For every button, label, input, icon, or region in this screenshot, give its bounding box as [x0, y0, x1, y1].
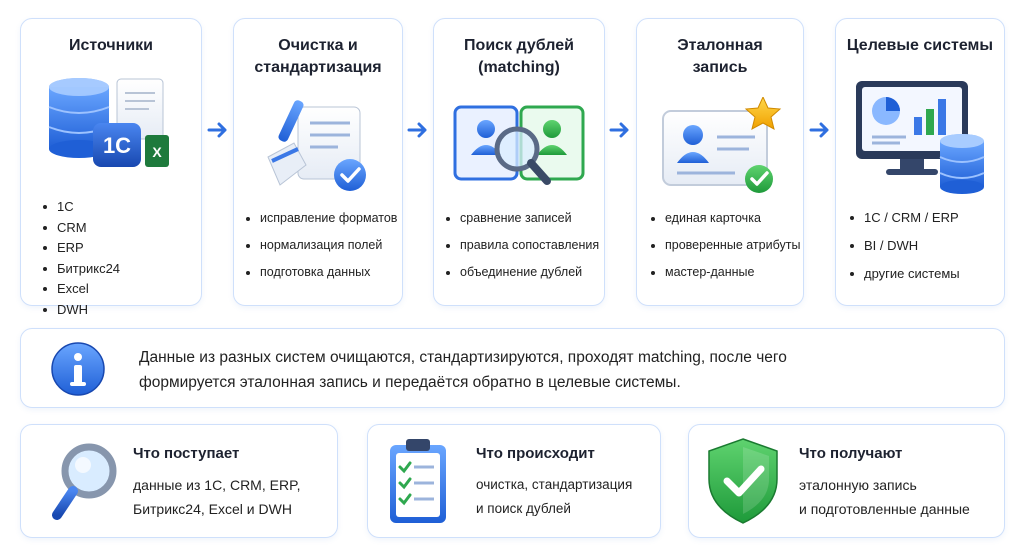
stage-title: Целевые системы	[846, 37, 994, 54]
list-item: другие системы	[850, 260, 960, 288]
list-item: Excel	[43, 279, 120, 300]
stage-items: исправление форматов нормализация полей …	[246, 205, 397, 286]
stage-card-targets: Целевые системы 1C / CRM / ERP BI / DWH …	[835, 18, 1005, 306]
list-item: 1C / CRM / ERP	[850, 204, 960, 232]
summary-text: очистка, стандартизация и поиск дублей	[476, 477, 633, 516]
profile-cards-magnifier-icon	[453, 105, 585, 185]
monitor-database-icon	[856, 81, 985, 194]
stage-items: 1C CRM ERP Битрикс24 Excel DWH	[43, 197, 120, 320]
info-banner: Данные из разных систем очищаются, станд…	[20, 328, 1005, 408]
database-1c-excel-icon: 1C X	[48, 78, 169, 167]
shield-check-icon	[708, 438, 778, 524]
star-profile-card-icon	[662, 97, 782, 193]
list-item: сравнение записей	[446, 205, 599, 232]
magnifier-icon	[52, 443, 117, 520]
list-item: 1C	[43, 197, 120, 218]
list-item: DWH	[43, 300, 120, 321]
list-item: Битрикс24	[43, 259, 120, 280]
list-item: CRM	[43, 218, 120, 239]
list-item: мастер-данные	[651, 259, 800, 286]
info-icon	[51, 342, 105, 396]
summary-title: Что происходит	[476, 445, 595, 462]
stage-items: сравнение записей правила сопоставления …	[446, 205, 599, 286]
list-item: исправление форматов	[246, 205, 397, 232]
stage-items: 1C / CRM / ERP BI / DWH другие системы	[850, 204, 960, 288]
svg-text:1C: 1C	[103, 133, 131, 158]
summary-card-process: Что происходит очистка, стандартизация и…	[367, 424, 661, 538]
stage-card-golden: Эталонная запись единая карточка провере…	[636, 18, 804, 306]
list-item: нормализация полей	[246, 232, 397, 259]
summary-text: эталонную запись и подготовленные данные	[799, 477, 970, 517]
stage-items: единая карточка проверенные атрибуты мас…	[651, 205, 800, 286]
info-text: Данные из разных систем очищаются, станд…	[139, 349, 787, 391]
stage-card-sources: Источники 1C X 1C CRM ERP Битрикс24 Exce…	[20, 18, 202, 317]
list-item: ERP	[43, 238, 120, 259]
summary-text: данные из 1С, CRM, ERP, Битрикс24, Excel…	[133, 477, 301, 517]
arrow-right-icon	[207, 122, 227, 138]
broom-document-icon	[267, 100, 366, 191]
arrow-right-icon	[809, 122, 829, 138]
list-item: правила сопоставления	[446, 232, 599, 259]
svg-text:X: X	[152, 144, 162, 160]
arrow-right-icon	[609, 122, 629, 138]
list-item: проверенные атрибуты	[651, 232, 800, 259]
list-item: единая карточка	[651, 205, 800, 232]
arrow-right-icon	[407, 122, 427, 138]
summary-title: Что получают	[799, 445, 903, 462]
clipboard-checklist-icon	[390, 439, 446, 523]
stage-title: Поиск дублей (matching)	[464, 37, 574, 76]
summary-title: Что поступает	[133, 445, 240, 462]
list-item: BI / DWH	[850, 232, 960, 260]
stage-title: Очистка и стандартизация	[254, 37, 382, 76]
summary-card-output: Что получают эталонную запись и подготов…	[688, 424, 1005, 538]
stage-card-cleaning: Очистка и стандартизация исправление фор…	[233, 18, 403, 306]
stage-title: Источники	[68, 37, 154, 54]
list-item: подготовка данных	[246, 259, 397, 286]
list-item: объединение дублей	[446, 259, 599, 286]
stage-title: Эталонная запись	[677, 37, 763, 76]
summary-card-input: Что поступает данные из 1С, CRM, ERP, Би…	[20, 424, 338, 538]
stage-card-matching: Поиск дублей (matching) сравнение записе…	[433, 18, 605, 306]
